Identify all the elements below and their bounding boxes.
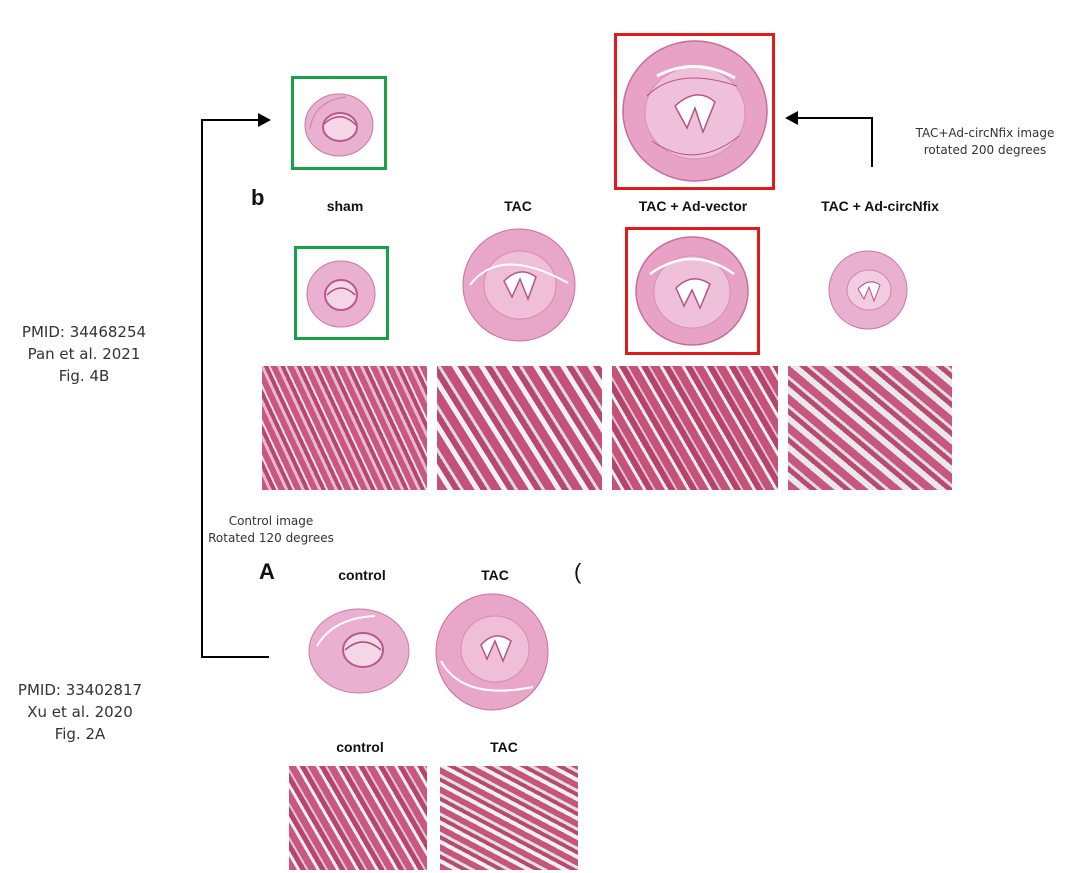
xu-tac-heart-section bbox=[435, 593, 549, 711]
pan-col-label-tac: TAC bbox=[504, 198, 532, 214]
pan-sham-heart-frame bbox=[294, 246, 389, 340]
xu-histology-tac bbox=[440, 766, 578, 870]
xu-cut-letter: ( bbox=[574, 559, 582, 584]
pan-author: Pan et al. 2021 bbox=[27, 345, 141, 363]
right-connector-vertical bbox=[871, 117, 873, 167]
rotation-note-left-line2: Rotated 120 degrees bbox=[208, 531, 334, 545]
heart-section-icon bbox=[622, 40, 768, 182]
heart-section-icon bbox=[304, 93, 374, 157]
xu-top-label-tac: TAC bbox=[481, 567, 509, 583]
xu-author: Xu et al. 2020 bbox=[27, 703, 133, 721]
pan-citation-note: PMID: 34468254 Pan et al. 2021 Fig. 4B bbox=[0, 321, 168, 387]
pan-figure: Fig. 4B bbox=[58, 367, 110, 385]
rotation-note-left: Control image Rotated 120 degrees bbox=[196, 513, 346, 547]
right-connector-horizontal bbox=[795, 117, 873, 119]
bracket-bottom-line bbox=[201, 656, 269, 658]
rotation-note-right-line2: rotated 200 degrees bbox=[923, 143, 1047, 157]
xu-citation-note: PMID: 33402817 Xu et al. 2020 Fig. 2A bbox=[0, 679, 160, 745]
xu-bottom-label-control: control bbox=[336, 739, 384, 755]
pan-col-label-tac-ad-circnfix: TAC + Ad-circNfix bbox=[821, 198, 939, 214]
xu-top-label-control: control bbox=[338, 567, 386, 583]
xu-histology-control bbox=[289, 766, 427, 870]
xu-pmid: PMID: 33402817 bbox=[17, 681, 143, 699]
heart-section-icon bbox=[635, 236, 749, 346]
arrow-right-icon bbox=[258, 113, 271, 127]
xu-bottom-label-tac: TAC bbox=[490, 739, 518, 755]
enlarged-tac-ad-vector-frame bbox=[614, 33, 775, 190]
rotation-note-right: TAC+Ad-circNfix image rotated 200 degree… bbox=[900, 125, 1070, 159]
pan-col-label-tac-ad-vector: TAC + Ad-vector bbox=[638, 198, 748, 214]
enlarged-sham-section-frame bbox=[291, 76, 387, 170]
pan-histology-sham bbox=[262, 366, 427, 490]
pan-tac-ad-vector-heart-frame bbox=[625, 227, 760, 355]
xu-figure: Fig. 2A bbox=[54, 725, 106, 743]
rotation-note-right-line1: TAC+Ad-circNfix image bbox=[915, 126, 1055, 140]
arrow-left-icon bbox=[785, 111, 798, 125]
pan-tac-ad-circnfix-heart-section bbox=[828, 250, 908, 330]
pan-panel-letter: b bbox=[251, 185, 265, 210]
pan-histology-tac-ad-vector bbox=[612, 366, 778, 490]
pan-histology-tac-ad-circnfix bbox=[788, 366, 952, 490]
bracket-vertical-line bbox=[201, 119, 203, 658]
bracket-top-line bbox=[201, 119, 263, 121]
heart-section-icon bbox=[306, 260, 376, 328]
rotation-note-left-line1: Control image bbox=[228, 514, 314, 528]
pan-col-label-sham: sham bbox=[326, 198, 364, 214]
xu-panel-letter: A bbox=[259, 559, 275, 584]
pan-tac-heart-section bbox=[462, 228, 576, 342]
xu-control-heart-section bbox=[308, 608, 410, 694]
pan-pmid: PMID: 34468254 bbox=[21, 323, 147, 341]
pan-histology-tac bbox=[437, 366, 602, 490]
